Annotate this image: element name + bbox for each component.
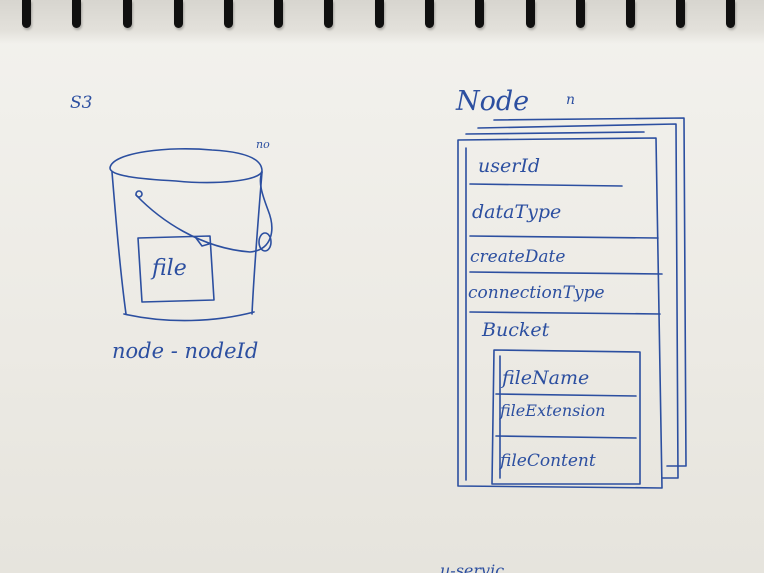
s3-bucket-note: no xyxy=(256,138,270,151)
spiral-binding xyxy=(0,0,764,44)
s3-title: S3 xyxy=(70,93,92,113)
bucket-box xyxy=(491,349,641,485)
node-title-suffix: n xyxy=(566,92,575,108)
binding-ring xyxy=(526,0,535,28)
binding-ring xyxy=(676,0,685,28)
s3-section: S3 no file node - nodeId xyxy=(70,93,273,363)
binding-ring xyxy=(626,0,635,28)
field-createDate: createDate xyxy=(470,247,565,267)
binding-ring xyxy=(726,0,735,28)
binding-ring xyxy=(324,0,333,28)
bucket-label: Bucket xyxy=(481,319,550,341)
s3-bucket-icon: file xyxy=(109,148,273,322)
binding-ring xyxy=(425,0,434,28)
field-connectionType: connectionType xyxy=(468,283,605,303)
field-userId: userId xyxy=(478,155,540,177)
binding-ring xyxy=(22,0,31,28)
field-fileName: fileName xyxy=(500,367,589,389)
binding-ring xyxy=(475,0,484,28)
stacked-page-back xyxy=(493,117,687,467)
binding-ring xyxy=(375,0,384,28)
field-fileExtension: fileExtension xyxy=(499,401,605,420)
field-dataType: dataType xyxy=(472,201,561,223)
binding-ring xyxy=(224,0,233,28)
node-card xyxy=(457,137,663,489)
binding-ring xyxy=(72,0,81,28)
file-label: file xyxy=(150,256,187,281)
field-fileContent: fileContent xyxy=(498,451,596,471)
footer-partial-text: u-servic xyxy=(440,561,504,573)
node-section: Node n userId dataType createDate connec… xyxy=(455,86,687,489)
s3-caption: node - nodeId xyxy=(112,339,258,363)
binding-ring xyxy=(123,0,132,28)
binding-ring xyxy=(576,0,585,28)
node-title: Node xyxy=(455,86,529,117)
binding-ring xyxy=(174,0,183,28)
stacked-page-middle xyxy=(477,123,679,479)
binding-ring xyxy=(274,0,283,28)
